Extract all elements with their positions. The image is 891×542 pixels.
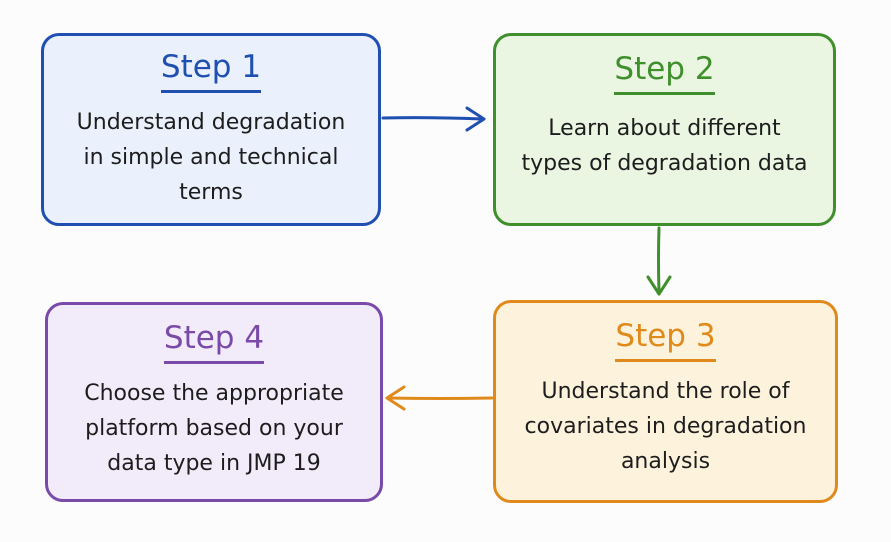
- step-3-line: Understand the role of: [541, 379, 790, 404]
- step-4-description: Choose the appropriate platform based on…: [59, 376, 369, 481]
- step-4-box: Step 4 Choose the appropriate platform b…: [45, 302, 383, 502]
- step-3-description: Understand the role of covariates in deg…: [511, 374, 821, 479]
- step-1-title: Step 1: [160, 48, 262, 93]
- arrow-step-1-to-2: [381, 106, 486, 132]
- step-2-box: Step 2 Learn about different types of de…: [493, 33, 836, 226]
- step-4-line: data type in JMP 19: [107, 451, 321, 476]
- step-1-box: Step 1 Understand degradation in simple …: [41, 33, 381, 226]
- step-2-line: types of degradation data: [521, 151, 808, 176]
- step-1-description: Understand degradation in simple and tec…: [56, 105, 366, 210]
- step-1-line: Understand degradation: [76, 110, 346, 135]
- step-3-box: Step 3 Understand the role of covariates…: [493, 300, 838, 503]
- arrow-step-2-to-3: [646, 226, 672, 296]
- step-2-title: Step 2: [614, 50, 715, 95]
- step-3-line: analysis: [620, 449, 711, 474]
- step-3-line: covariates in degradation: [524, 414, 807, 439]
- step-1-line: in simple and technical: [83, 145, 339, 170]
- step-2-description: Learn about different types of degradati…: [510, 111, 820, 181]
- step-4-line: Choose the appropriate: [84, 381, 344, 406]
- step-4-line: platform based on your: [85, 416, 343, 441]
- step-3-title: Step 3: [615, 317, 716, 362]
- step-4-title: Step 4: [163, 319, 265, 364]
- arrow-step-3-to-4: [385, 385, 494, 411]
- step-2-line: Learn about different: [548, 116, 781, 141]
- step-1-line: terms: [179, 180, 243, 205]
